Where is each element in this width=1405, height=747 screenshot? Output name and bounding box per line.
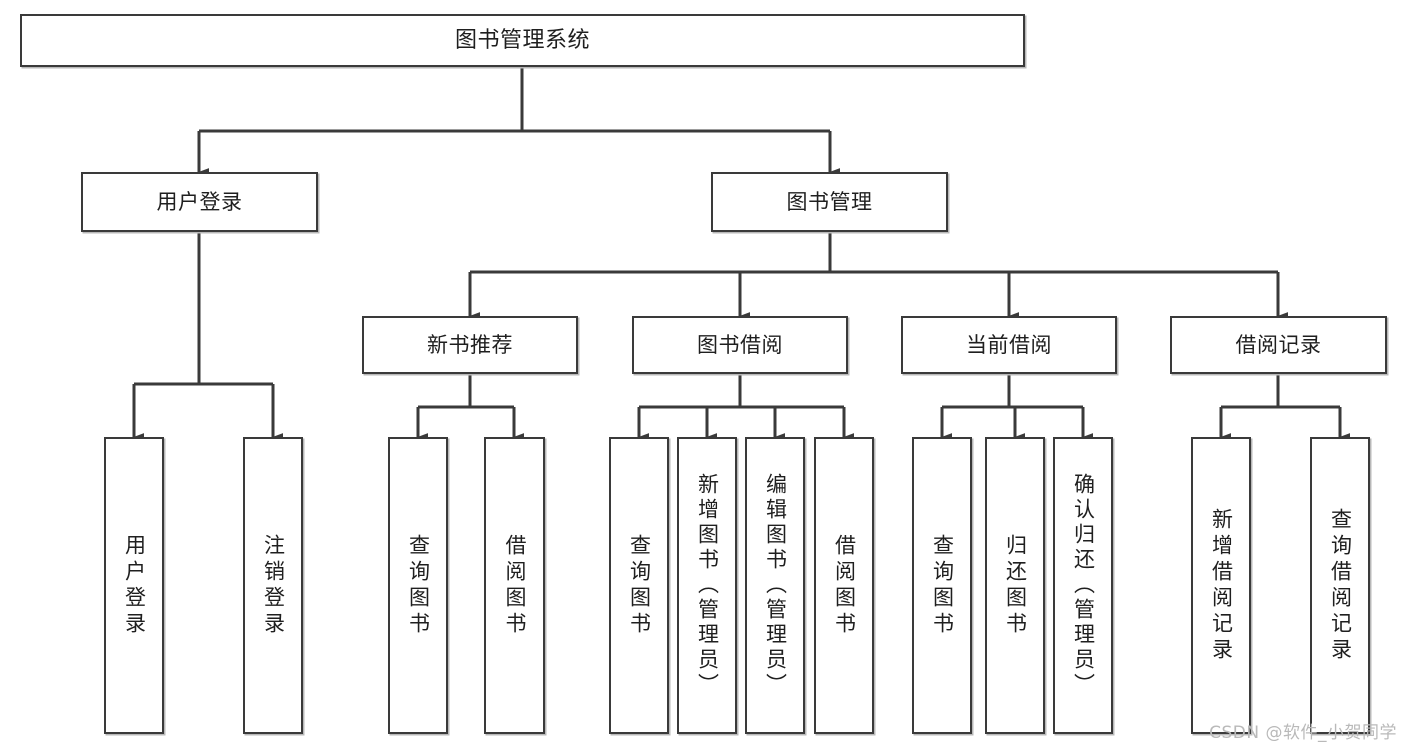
leaf-node-rec-query-book[interactable]: 查询图书	[388, 437, 448, 734]
leaf-node-current-confirm-return[interactable]: 确认归还（管理员）	[1053, 437, 1113, 734]
node-current-borrow[interactable]: 当前借阅	[901, 316, 1117, 374]
leaf-node-current-query-book-label: 查询图书	[930, 533, 955, 638]
leaf-node-record-query-record[interactable]: 查询借阅记录	[1310, 437, 1370, 734]
leaf-node-current-return-book[interactable]: 归还图书	[985, 437, 1045, 734]
leaf-node-borrow-edit-book[interactable]: 编辑图书（管理员）	[745, 437, 805, 734]
node-new-book-recommend[interactable]: 新书推荐	[362, 316, 578, 374]
leaf-node-borrow-borrow-book-label: 借阅图书	[832, 533, 857, 638]
leaf-node-rec-borrow-book[interactable]: 借阅图书	[484, 437, 545, 734]
leaf-node-current-confirm-return-label: 确认归还（管理员）	[1071, 473, 1096, 698]
node-user-login-label: 用户登录	[156, 189, 243, 214]
node-book-borrow-label: 图书借阅	[697, 332, 783, 357]
leaf-node-borrow-add-book[interactable]: 新增图书（管理员）	[677, 437, 737, 734]
node-book-borrow[interactable]: 图书借阅	[632, 316, 848, 374]
leaf-node-record-add-record-label: 新增借阅记录	[1209, 507, 1234, 664]
node-book-manage-label: 图书管理	[786, 189, 873, 214]
leaf-node-current-return-book-label: 归还图书	[1003, 533, 1028, 638]
leaf-node-rec-borrow-book-label: 借阅图书	[503, 533, 527, 638]
node-book-manage[interactable]: 图书管理	[711, 172, 948, 232]
node-current-borrow-label: 当前借阅	[966, 332, 1052, 357]
leaf-node-user-login-label: 用户登录	[122, 533, 147, 638]
leaf-node-user-login[interactable]: 用户登录	[104, 437, 164, 734]
node-new-book-recommend-label: 新书推荐	[427, 332, 513, 357]
leaf-node-borrow-query-book[interactable]: 查询图书	[609, 437, 669, 734]
node-user-login[interactable]: 用户登录	[81, 172, 318, 232]
node-root-label: 图书管理系统	[454, 27, 590, 53]
node-borrow-record-label: 借阅记录	[1235, 332, 1322, 357]
leaf-node-borrow-query-book-label: 查询图书	[627, 533, 652, 638]
leaf-node-record-query-record-label: 查询借阅记录	[1328, 507, 1353, 664]
leaf-node-user-logout[interactable]: 注销登录	[243, 437, 303, 734]
leaf-node-record-add-record[interactable]: 新增借阅记录	[1191, 437, 1251, 734]
node-root-book-management-system[interactable]: 图书管理系统	[20, 14, 1025, 67]
leaf-node-borrow-borrow-book[interactable]: 借阅图书	[814, 437, 874, 734]
leaf-node-borrow-add-book-label: 新增图书（管理员）	[695, 473, 720, 698]
leaf-node-current-query-book[interactable]: 查询图书	[912, 437, 972, 734]
leaf-node-rec-query-book-label: 查询图书	[406, 533, 431, 638]
leaf-node-user-logout-label: 注销登录	[261, 533, 286, 638]
leaf-node-borrow-edit-book-label: 编辑图书（管理员）	[763, 473, 788, 698]
node-borrow-record[interactable]: 借阅记录	[1170, 316, 1387, 374]
